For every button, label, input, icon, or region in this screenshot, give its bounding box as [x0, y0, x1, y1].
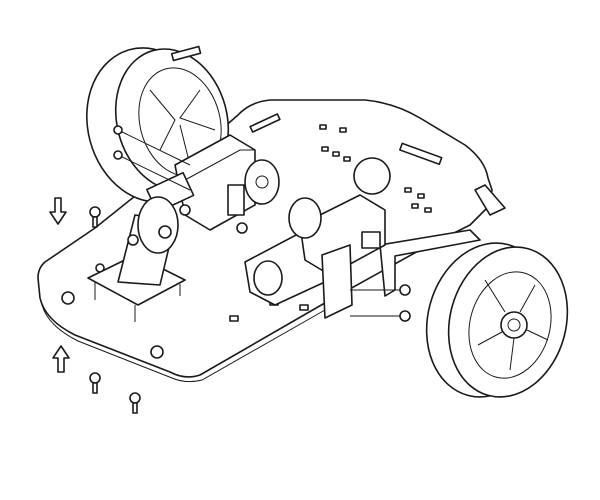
arrow-up-icon — [52, 345, 70, 373]
chassis-plate — [37, 99, 506, 383]
right-wheel-spokes — [477, 279, 549, 371]
right-wheel — [425, 242, 569, 398]
screw-icon — [236, 222, 248, 234]
rear-frame — [379, 229, 481, 297]
screw-icon — [399, 284, 411, 296]
arrow-down-icon — [49, 197, 67, 225]
screw-icon — [399, 310, 411, 322]
screw-icon — [89, 206, 101, 228]
screw-icon — [89, 372, 101, 394]
screw-icon — [129, 392, 141, 414]
screws — [89, 206, 411, 414]
right-motor — [244, 194, 405, 319]
caster-wheel — [87, 196, 191, 322]
